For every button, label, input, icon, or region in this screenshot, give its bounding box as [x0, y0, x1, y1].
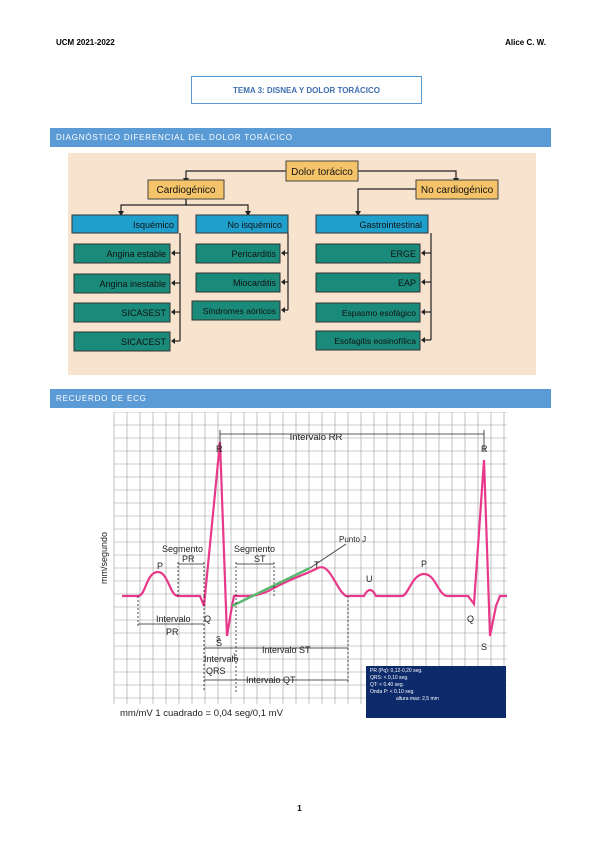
chest-pain-diagram: Dolor torácico Cardiogénico No cardiogén…: [68, 153, 536, 375]
label-p2: P: [421, 559, 427, 569]
label-intervalo-pr-1: Intervalo: [156, 614, 191, 624]
ecg-ylabel: mm/segundo: [99, 532, 109, 584]
legend-line: QT: < 0.40 seg.: [370, 682, 405, 688]
cardiogenic-label: Cardiogénico: [157, 185, 216, 196]
label-intervalo-qrs-2: QRS: [206, 666, 226, 676]
col3-item-box: [315, 330, 421, 351]
root-label: Dolor torácico: [291, 167, 353, 178]
col1-item-box: [73, 331, 171, 352]
punto-j-pointer: [309, 543, 347, 569]
label-intervalo-pr-2: PR: [166, 627, 179, 637]
page-number: 1: [297, 804, 302, 813]
root-box: [285, 160, 359, 182]
label-q2: Q: [467, 614, 474, 624]
col3-item-box: [315, 302, 421, 323]
label-r2: R: [481, 444, 488, 454]
noncardiogenic-label: No cardiogénico: [421, 185, 494, 196]
ecg-grid: [113, 411, 507, 704]
col3-item-label: Esofagitis eosinofílica: [334, 336, 416, 346]
document-title: TEMA 3: DISNEA Y DOLOR TORÁCICO: [191, 76, 422, 104]
legend-line: PR (Pq): 0,12-0,20 seg.: [370, 668, 423, 674]
st-segment-line: [231, 566, 311, 608]
col1-item-box: [73, 273, 171, 294]
col3-item-label: Espasmo esofágico: [342, 308, 416, 318]
label-punto-j: Punto J: [339, 535, 366, 544]
label-t: T: [314, 560, 320, 570]
header-course: UCM 2021-2022: [56, 38, 115, 47]
noncardiogenic-box: [415, 179, 499, 200]
col3-head-label: Gastrointestinal: [359, 220, 422, 230]
ecg-values-legend: PR (Pq): 0,12-0,20 seg. QRS: < 0,10 seg.…: [366, 666, 506, 718]
label-segmento-pr-1: Segmento: [162, 544, 203, 554]
label-s2: S: [481, 642, 487, 652]
ecg-trace: [122, 441, 507, 637]
section-header-diagnostico: DIAGNÓSTICO DIFERENCIAL DEL DOLOR TORÁCI…: [50, 128, 551, 147]
legend-line: QRS: < 0,10 seg.: [370, 675, 409, 681]
col1-item-label: Angina inestable: [99, 279, 166, 289]
col1-item-box: [73, 302, 171, 323]
col3-item-box: [315, 272, 421, 293]
col3-item-label: EAP: [398, 278, 416, 288]
col1-item-label: SICASEST: [121, 308, 166, 318]
col1-item-label: SICACEST: [121, 337, 167, 347]
legend-line: Onda P: < 0.10 seg.: [370, 689, 415, 695]
section-header-ecg: RECUERDO DE ECG: [50, 389, 551, 408]
col3-item-box: [315, 243, 421, 264]
col1-item-label: Angina estable: [106, 249, 166, 259]
col2-item-box: [195, 272, 281, 293]
col2-head-box: [195, 214, 289, 234]
col2-item-box: [195, 243, 281, 264]
header-author: Alice C. W.: [505, 38, 546, 47]
label-intervalo-st: Intervalo ST: [262, 645, 311, 655]
label-r1: R: [216, 444, 223, 454]
diagram-svg: Dolor torácico Cardiogénico No cardiogén…: [71, 160, 499, 352]
col1-head-label: Isquémico: [133, 220, 174, 230]
col2-head-label: No isquémico: [227, 220, 282, 230]
label-p1: P: [157, 561, 163, 571]
ecg-svg: mm/segundo Intervalo RR: [99, 411, 507, 719]
label-s-small: S: [216, 636, 221, 643]
label-segmento-st-1: Segmento: [234, 544, 275, 554]
col3-item-label: ERGE: [390, 249, 416, 259]
label-intervalo-qrs-1: Intervalo: [204, 654, 239, 664]
ecg-footer: mm/mV 1 cuadrado = 0,04 seg/0,1 mV: [120, 708, 284, 719]
label-segmento-pr-2: PR: [182, 554, 195, 564]
col2-item-label: Síndromes aórticos: [203, 306, 276, 316]
col1-head-box: [71, 214, 179, 234]
col2-item-label: Pericarditis: [231, 249, 276, 259]
label-segmento-st-2: ST: [254, 554, 266, 564]
label-u: U: [366, 574, 373, 584]
col2-item-box: [191, 300, 281, 321]
ecg-figure: mm/segundo Intervalo RR: [96, 411, 507, 724]
label-intervalo-qt: Intervalo QT: [246, 675, 296, 685]
legend-line: altura max: 2,5 mm: [396, 696, 439, 702]
label-intervalo-rr: Intervalo RR: [290, 432, 343, 443]
col2-item-label: Miocarditis: [233, 278, 277, 288]
label-q1: Q: [204, 614, 211, 624]
label-j-mark: J: [232, 654, 235, 660]
col3-head-box: [315, 214, 429, 234]
cardiogenic-box: [147, 179, 225, 200]
col1-item-box: [73, 243, 171, 264]
label-s1: S: [216, 638, 222, 648]
